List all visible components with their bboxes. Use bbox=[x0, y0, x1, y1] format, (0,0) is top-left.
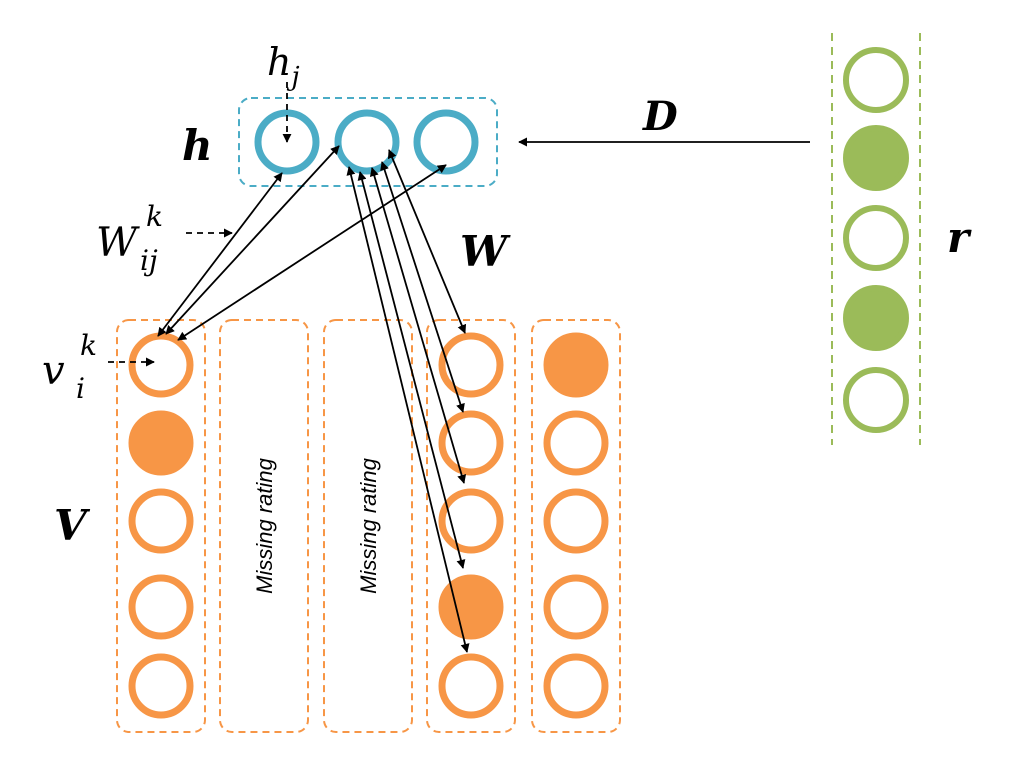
label-wijk-base: W bbox=[96, 220, 140, 266]
visible-column-box bbox=[531, 319, 621, 733]
visible-unit bbox=[438, 410, 504, 476]
label-vik-base: v bbox=[42, 348, 65, 394]
weight-v1-h2 bbox=[165, 145, 340, 335]
rating-unit bbox=[843, 367, 909, 433]
rating-unit bbox=[843, 47, 909, 113]
visible-column-box bbox=[116, 319, 206, 733]
visible-unit bbox=[128, 410, 194, 476]
visible-unit bbox=[543, 653, 609, 719]
label-wijk-sup: k bbox=[146, 200, 163, 233]
connections bbox=[108, 82, 810, 653]
hidden-unit bbox=[334, 109, 400, 175]
visible-unit bbox=[543, 410, 609, 476]
label-r: r bbox=[947, 213, 972, 262]
rating-unit bbox=[843, 125, 909, 191]
hidden-unit bbox=[413, 109, 479, 175]
label-vik-sup: k bbox=[80, 329, 97, 362]
visible-column-box bbox=[219, 319, 309, 733]
hidden-units bbox=[254, 109, 479, 175]
visible-unit bbox=[128, 574, 194, 640]
label-d: D bbox=[642, 93, 678, 140]
rating-units bbox=[843, 47, 909, 433]
weight-h2-c4u3 bbox=[369, 167, 467, 484]
weight-h2-c4u2 bbox=[380, 161, 465, 413]
visible-unit bbox=[438, 653, 504, 719]
visible-unit bbox=[128, 653, 194, 719]
missing-rating-label: Missing rating bbox=[252, 457, 277, 593]
label-h: h bbox=[182, 121, 213, 170]
visible-column-box bbox=[426, 319, 516, 733]
label-hj: hj bbox=[267, 40, 300, 92]
label-wijk-sub: ij bbox=[140, 244, 158, 277]
visible-unit bbox=[438, 332, 504, 398]
visible-unit bbox=[128, 488, 194, 554]
visible-unit bbox=[543, 488, 609, 554]
visible-unit bbox=[128, 332, 194, 398]
visible-columns: Missing rating Missing rating bbox=[116, 319, 621, 733]
label-v: V bbox=[54, 501, 91, 550]
label-vik-sub: i bbox=[76, 372, 85, 405]
rating-unit bbox=[843, 205, 909, 271]
weight-h2-c4u5 bbox=[346, 166, 470, 653]
visible-unit bbox=[543, 332, 609, 398]
label-w: W bbox=[460, 227, 511, 276]
visible-unit bbox=[543, 574, 609, 640]
missing-rating-label: Missing rating bbox=[356, 457, 381, 593]
rating-unit bbox=[843, 285, 909, 351]
